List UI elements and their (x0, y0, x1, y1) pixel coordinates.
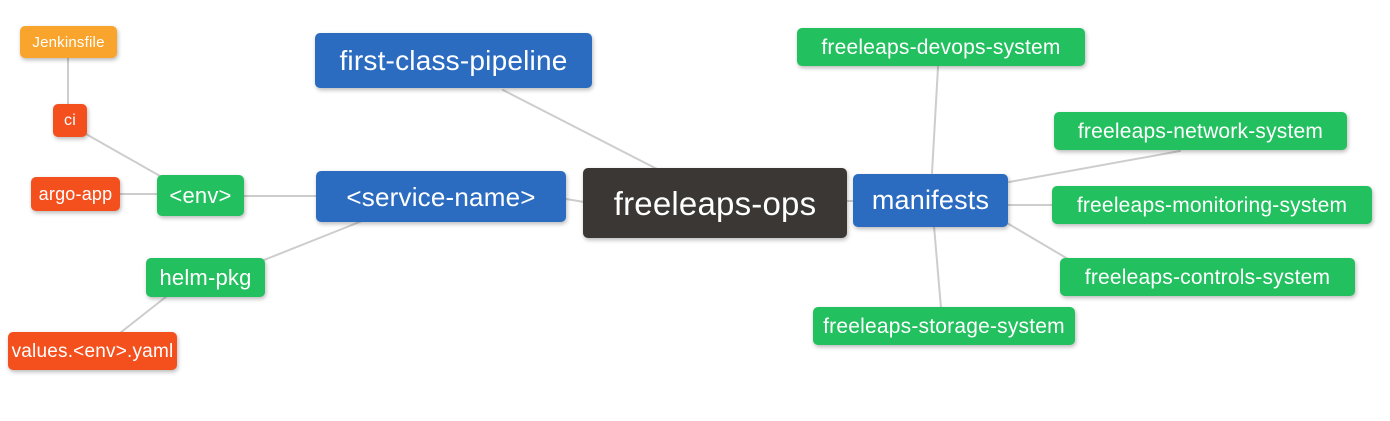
edge-helm-pkg-to-service-name (263, 220, 363, 261)
node-label: freeleaps-controls-system (1084, 265, 1331, 289)
node-label: helm-pkg (159, 264, 252, 290)
edge-service-name-to-freeleaps-ops (565, 198, 585, 203)
edge-manifests-to-storage-system (933, 225, 942, 309)
node-label: freeleaps-storage-system (823, 314, 1065, 338)
edge-manifests-to-controls-system (1006, 222, 1069, 260)
edge-helm-pkg-to-values-env-yaml (119, 295, 168, 334)
node-label: values.<env>.yaml (11, 340, 174, 362)
node-monitoring-system[interactable]: freeleaps-monitoring-system (1052, 186, 1372, 224)
node-label: freeleaps-devops-system (821, 35, 1061, 59)
node-helm-pkg[interactable]: helm-pkg (146, 258, 265, 297)
edge-first-class-pipeline-to-freeleaps-ops (502, 89, 658, 170)
node-network-system[interactable]: freeleaps-network-system (1054, 112, 1347, 150)
node-controls-system[interactable]: freeleaps-controls-system (1060, 258, 1355, 296)
node-label: ci (64, 111, 76, 129)
node-label: <env> (169, 182, 232, 208)
node-service-name[interactable]: <service-name> (316, 171, 566, 222)
edge-ci-to-env (85, 133, 161, 177)
node-first-class-pipeline[interactable]: first-class-pipeline (315, 33, 592, 88)
node-freeleaps-ops[interactable]: freeleaps-ops (583, 168, 847, 238)
node-label: Jenkinsfile (32, 33, 105, 51)
node-argo-app[interactable]: argo-app (31, 177, 120, 211)
node-label: freeleaps-ops (613, 184, 817, 222)
edge-manifests-to-network-system (1008, 150, 1181, 183)
node-label: first-class-pipeline (339, 44, 568, 76)
node-values-env-yaml[interactable]: values.<env>.yaml (8, 332, 177, 370)
edge-manifests-to-devops-system (931, 66, 939, 174)
node-devops-system[interactable]: freeleaps-devops-system (797, 28, 1085, 66)
node-ci[interactable]: ci (53, 104, 87, 137)
node-label: freeleaps-network-system (1077, 119, 1324, 143)
node-label: <service-name> (346, 181, 536, 212)
node-env[interactable]: <env> (157, 175, 244, 216)
node-label: argo-app (38, 184, 113, 204)
node-label: manifests (871, 185, 990, 215)
node-label: freeleaps-monitoring-system (1076, 193, 1348, 217)
node-manifests[interactable]: manifests (853, 174, 1008, 227)
node-storage-system[interactable]: freeleaps-storage-system (813, 307, 1075, 345)
node-jenkinsfile[interactable]: Jenkinsfile (20, 26, 117, 58)
